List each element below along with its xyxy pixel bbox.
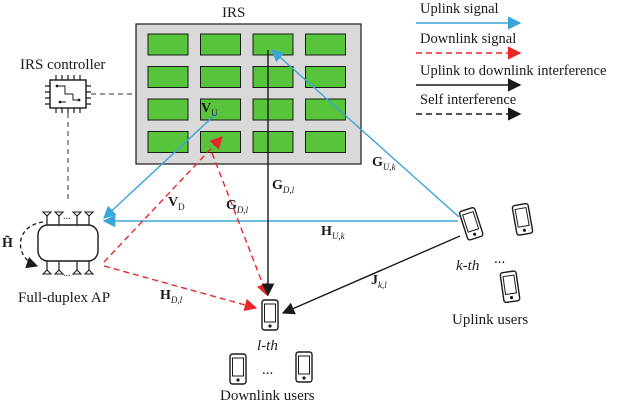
- irs-element: [252, 33, 294, 56]
- irs-title: IRS: [222, 5, 245, 21]
- uplink-user-phone-icon-2: [511, 202, 534, 236]
- symbol-h-uplink: HU,k: [321, 224, 346, 241]
- signal-paths: [102, 49, 461, 315]
- ap-label: Full-duplex AP: [18, 290, 110, 306]
- legend: Uplink signal Downlink signal Uplink to …: [416, 1, 606, 121]
- interference-user-to-user: [281, 235, 461, 315]
- irs-element: [305, 98, 346, 121]
- irs-element: [147, 131, 189, 153]
- downlink-ap-to-user: [103, 265, 258, 312]
- symbol-g-downlink-interference: GD,l: [272, 178, 295, 195]
- irs-element: [252, 66, 294, 88]
- irs-controller: IRS controller: [20, 57, 136, 202]
- irs-element: [147, 66, 189, 88]
- legend-uplink-label: Uplink signal: [420, 1, 499, 17]
- uplink-user-to-irs: [271, 49, 460, 218]
- legend-self-label: Self interference: [420, 92, 516, 108]
- downlink-ellipsis: ...: [262, 362, 273, 378]
- irs-element: [200, 66, 241, 88]
- irs-panel: IRS: [135, 5, 362, 165]
- uplink-user-phone-icon-3: [499, 270, 521, 304]
- uplink-ellipsis: ...: [494, 251, 505, 267]
- symbol-g-downlink-irs: GD,l: [226, 198, 249, 215]
- irs-controller-label: IRS controller: [20, 57, 105, 73]
- irs-element: [252, 131, 294, 153]
- irs-element-grid: [147, 33, 346, 153]
- channel-symbols: VU VD GD,l GD,l GU,k HU,k HD,l Jk,l: [160, 101, 397, 305]
- symbol-g-uplink: GU,k: [372, 155, 397, 172]
- irs-element: [147, 33, 189, 56]
- downlink-users-label: Downlink users: [220, 388, 315, 403]
- symbol-j-interference: Jk,l: [371, 273, 387, 290]
- ap-body: [37, 224, 99, 262]
- legend-downlink-label: Downlink signal: [420, 31, 516, 47]
- svg-text:...: ...: [63, 211, 71, 222]
- downlink-users: l-th ... Downlink users: [220, 299, 315, 403]
- symbol-v-uplink: VU: [201, 101, 218, 118]
- irs-element: [147, 98, 189, 121]
- self-interference-symbol: H̃: [2, 234, 13, 251]
- svg-text:...: ...: [63, 268, 71, 279]
- uplink-irs-to-ap: [103, 111, 219, 219]
- downlink-lth-label: l-th: [257, 338, 278, 354]
- downlink-irs-to-user: [211, 152, 269, 297]
- uplink-users-label: Uplink users: [452, 312, 528, 328]
- irs-element: [200, 131, 241, 153]
- uplink-users: ... k-th Uplink users: [452, 202, 534, 328]
- symbol-h-downlink: HD,l: [160, 288, 183, 305]
- uplink-user-k-phone-icon: [458, 207, 484, 241]
- self-interference-loop: [19, 221, 44, 269]
- irs-element: [200, 33, 241, 56]
- downlink-user-phone-icon-2: [229, 353, 247, 385]
- ap-antenna-icon: ... ...: [41, 211, 95, 279]
- irs-element: [305, 131, 346, 153]
- irs-element: [252, 98, 294, 121]
- irs-element: [305, 33, 346, 56]
- chip-icon: [45, 75, 91, 113]
- legend-interference-label: Uplink to downlink interference: [420, 63, 606, 79]
- full-duplex-ap: ... ... H̃ Full-duplex AP: [2, 211, 110, 306]
- downlink-ap-to-irs: [103, 136, 223, 263]
- uplink-kth-label: k-th: [456, 258, 479, 274]
- irs-element: [305, 66, 346, 88]
- irs-element: [200, 98, 241, 121]
- symbol-v-downlink: VD: [168, 195, 185, 212]
- downlink-user-l-phone-icon: [261, 299, 279, 331]
- downlink-user-phone-icon-3: [295, 351, 313, 383]
